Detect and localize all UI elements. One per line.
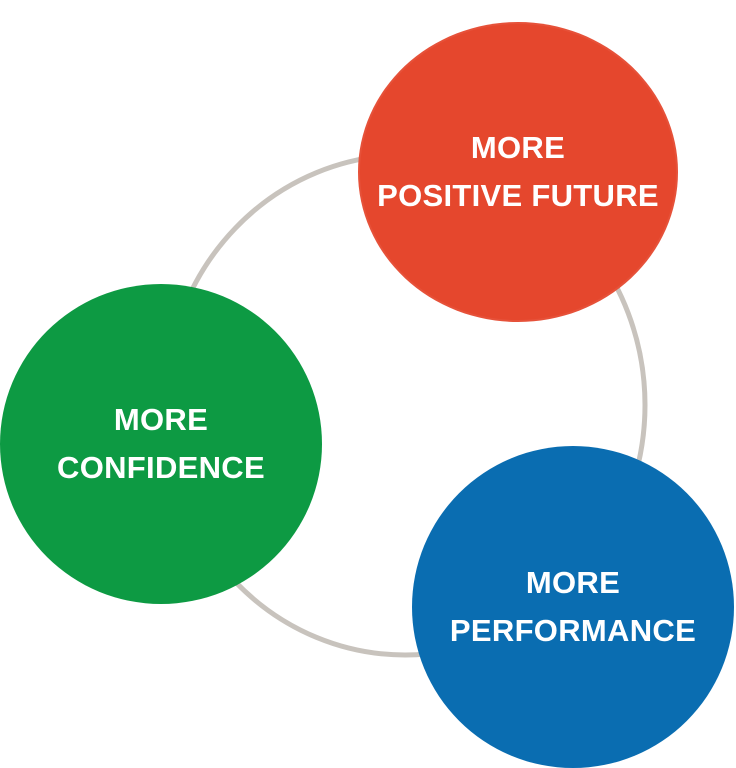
node-more-performance: MORE PERFORMANCE [412, 446, 734, 768]
node-more-confidence: MORE CONFIDENCE [0, 284, 322, 604]
node-performance-line-2: PERFORMANCE [449, 613, 697, 648]
node-performance-line-1: MORE [525, 565, 621, 600]
node-confidence-line-2: CONFIDENCE [57, 450, 265, 485]
node-more-positive-future: MORE POSITIVE FUTURE [358, 22, 678, 322]
node-confidence-line-1: MORE [113, 402, 209, 437]
node-future-line-2: POSITIVE FUTURE [377, 178, 659, 213]
node-future-line-1: MORE [470, 130, 566, 165]
